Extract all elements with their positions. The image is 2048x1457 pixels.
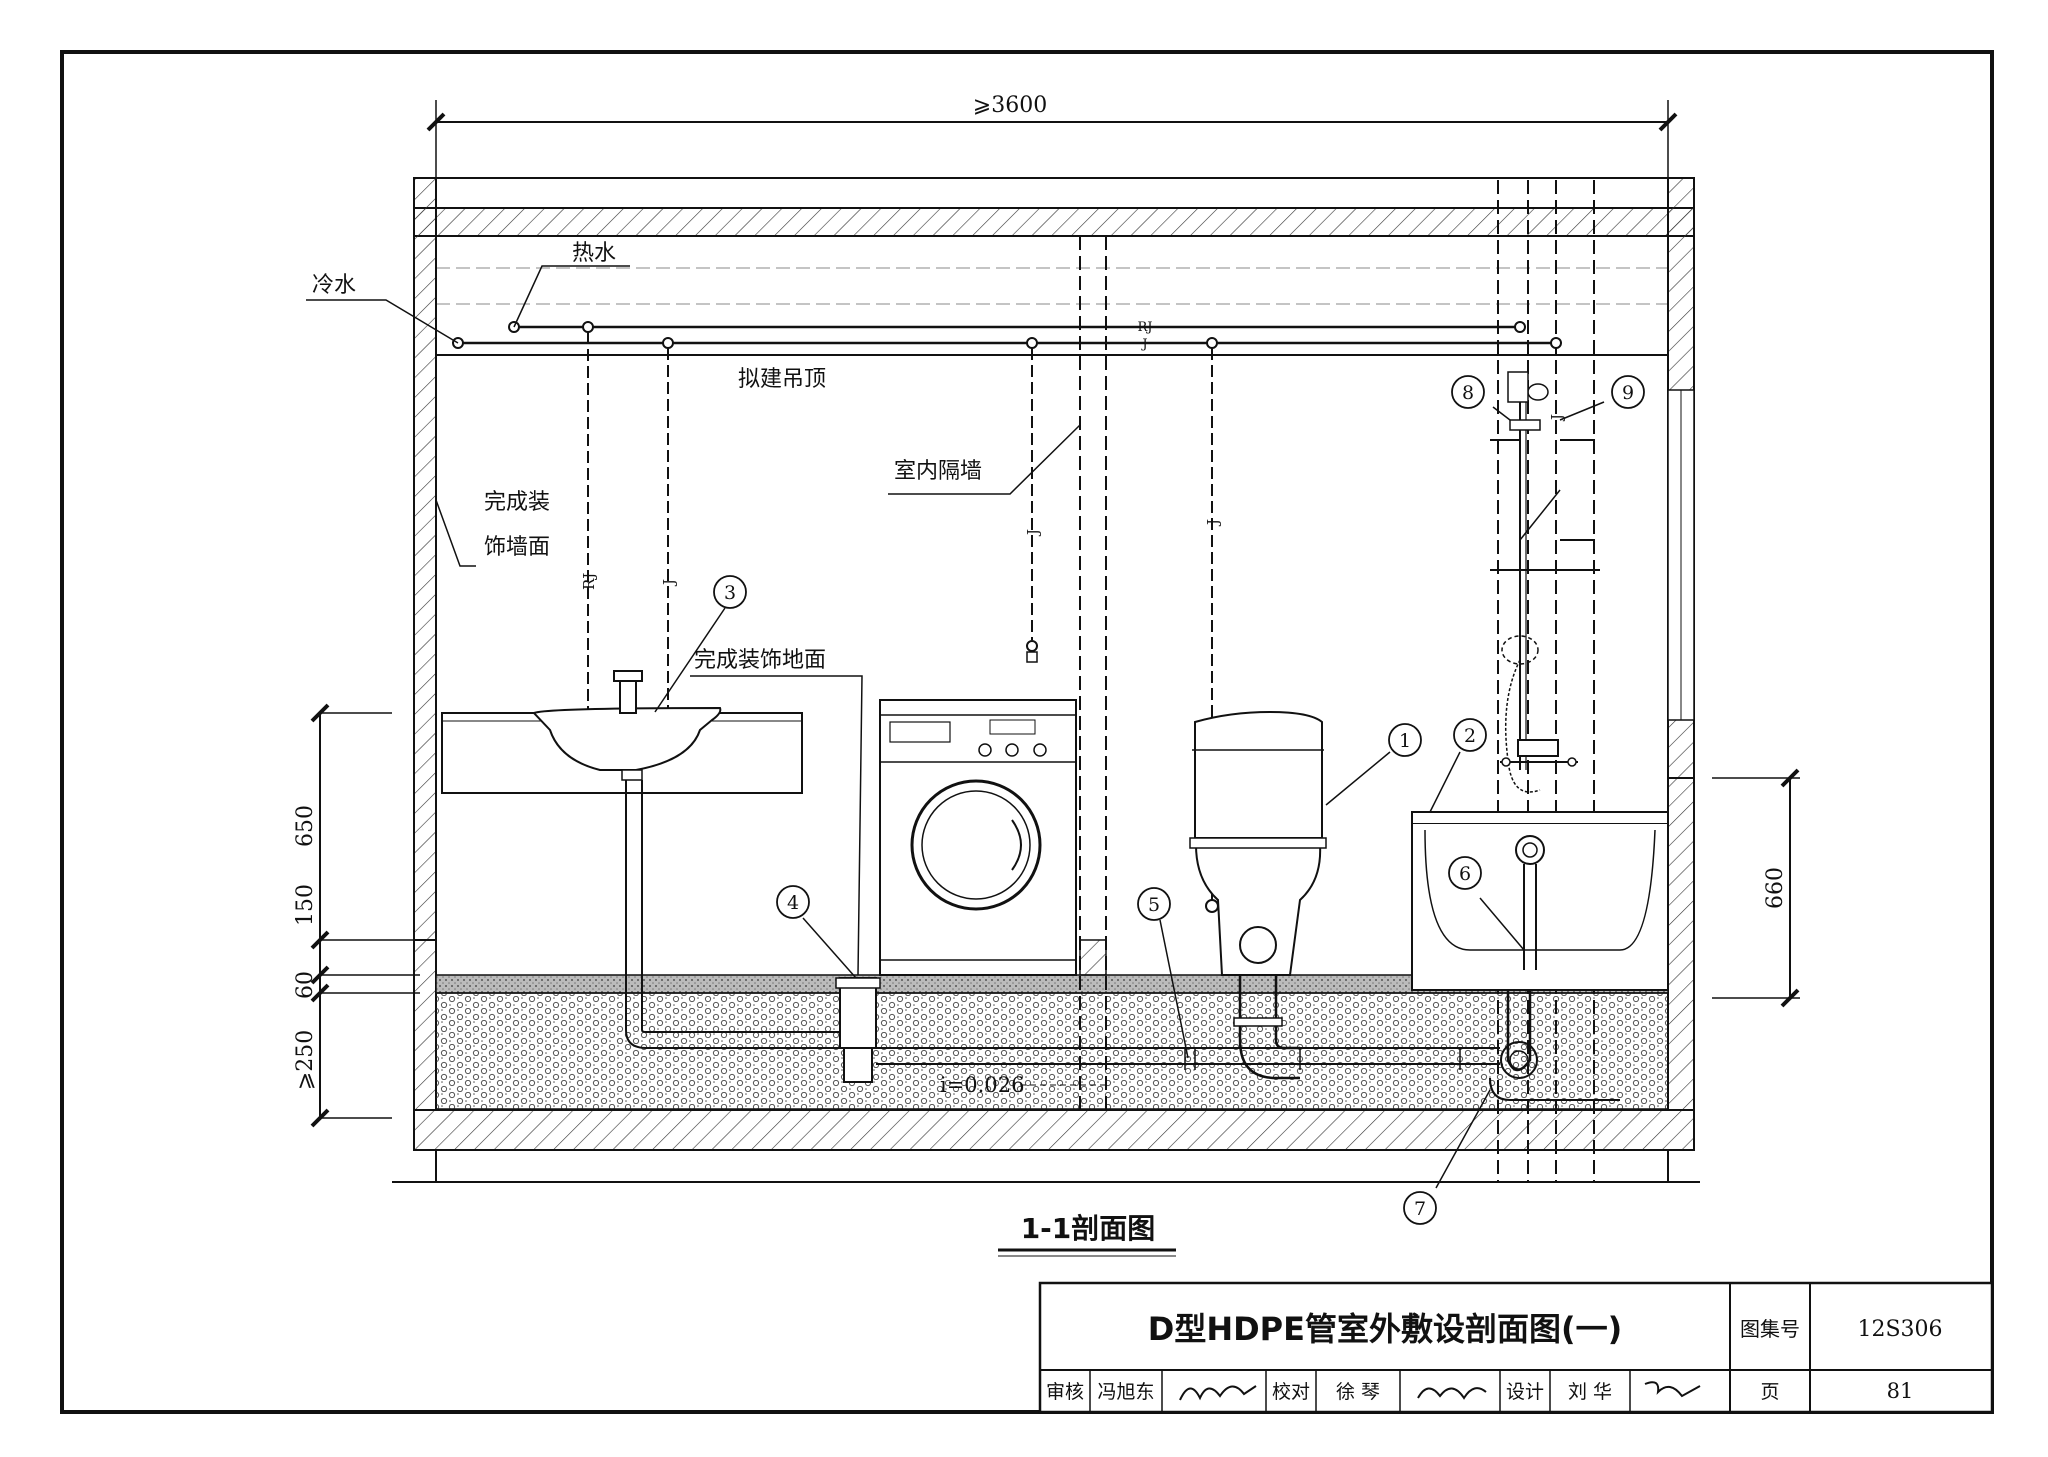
pipe-code-j-ceiling: J [1140,337,1147,352]
label-cold-water: 冷水 [312,273,356,298]
label-finished-floor: 完成装饰地面 [694,648,826,673]
title-block [1038,1281,1994,1414]
svg-text:7: 7 [1414,1198,1426,1220]
svg-text:3: 3 [724,582,736,604]
left-dimension-chain [310,703,420,1128]
callout-4: 4 [776,885,810,919]
callout-8: 8 [1451,375,1485,409]
callout-6: 6 [1448,856,1482,890]
pipe-code-j-shower: J [1548,414,1566,422]
check-label: 校对 [1272,1381,1310,1403]
wash-basin [441,670,803,1030]
label-partition: 室内隔墙 [894,459,982,484]
label-finished-wall-1: 完成装 [484,490,550,515]
callout-7: 7 [1403,1191,1437,1225]
drawing-frame [60,50,1994,1414]
design-signature [1644,1381,1701,1398]
design-label: 设计 [1506,1381,1544,1403]
pipe-code-rj-ceiling: RJ [1138,320,1153,335]
drain-pipes [625,960,1620,1101]
drawing-title: D型HDPE管室外敷设剖面图(一) [1148,1310,1622,1348]
review-label: 审核 [1046,1381,1084,1403]
check-signature [1417,1387,1487,1400]
toilet [1189,710,1327,976]
shower-set [1500,371,1578,793]
dim-250: ⩾250 [293,1030,318,1090]
left-wall [413,177,437,1111]
design-name: 刘 华 [1568,1381,1612,1403]
callout-2: 2 [1453,718,1487,752]
section-title: 1-1剖面图 [1021,1212,1156,1245]
svg-text:4: 4 [787,892,799,914]
page-label: 页 [1760,1381,1779,1403]
svg-text:1: 1 [1399,730,1411,752]
atlas-number: 12S306 [1857,1317,1942,1342]
washing-machine [879,699,1077,976]
review-name: 冯旭东 [1097,1381,1154,1403]
callout-3: 3 [713,575,747,609]
callout-5: 5 [1137,887,1171,921]
page-number: 81 [1887,1379,1914,1403]
leader-lines [306,265,1605,1189]
supply-pipes [452,321,1562,913]
dim-660: 660 [1763,867,1788,909]
label-slope: i=0.026 [940,1073,1024,1097]
check-name: 徐 琴 [1336,1381,1380,1403]
svg-text:9: 9 [1622,382,1634,404]
review-signature [1179,1385,1257,1401]
dim-60: 60 [293,971,318,999]
label-finished-wall-2: 饰墙面 [484,535,550,560]
overall-width-dim: ⩾3600 [973,93,1047,118]
svg-text:8: 8 [1462,382,1474,404]
bathtub [1411,811,1669,991]
right-wall [1667,177,1695,1111]
pipe-code-j-washer: J [1024,529,1042,537]
pipe-code-j-basin: J [660,579,678,587]
label-ceiling: 拟建吊顶 [738,367,826,392]
pipe-code-j-toilet: J [1204,519,1222,527]
floor-slab [392,974,1700,1183]
callout-9: 9 [1611,375,1645,409]
svg-text:6: 6 [1459,863,1471,885]
right-dimension [1712,768,1800,1008]
callout-1: 1 [1388,723,1422,757]
atlas-label: 图集号 [1740,1317,1800,1341]
dim-150: 150 [293,884,318,926]
svg-text:5: 5 [1148,894,1160,916]
pipe-code-rj-basin: RJ [580,573,598,590]
svg-text:2: 2 [1464,725,1476,747]
label-hot-water: 热水 [572,241,616,266]
overall-dimension [426,100,1678,180]
dim-650: 650 [293,805,318,847]
partition-wall [1079,236,1107,1110]
